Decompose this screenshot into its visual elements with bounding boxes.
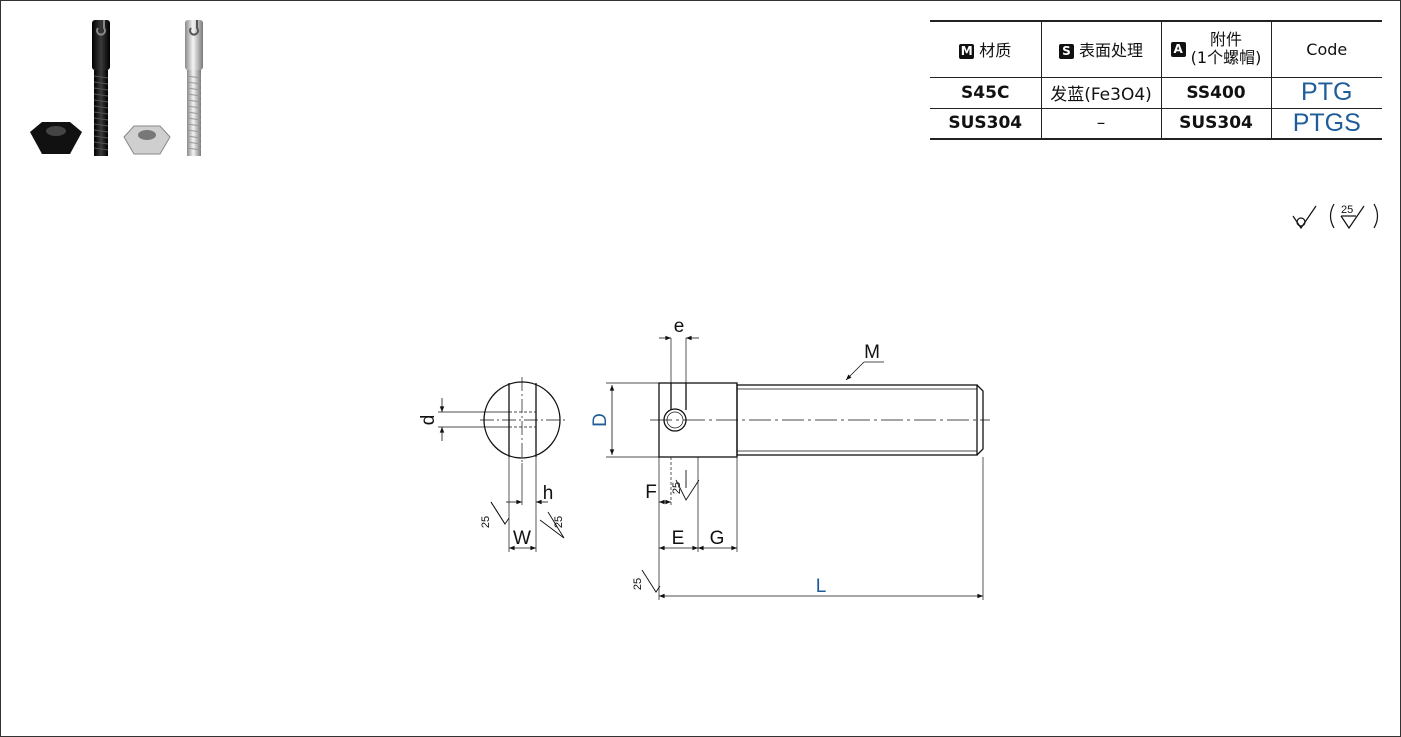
surface-finish-symbol: 25 [1292, 203, 1379, 230]
roughness-l-label: 25 [632, 578, 644, 590]
dim-F-label: F [645, 482, 657, 503]
dim-E-label: E [672, 528, 685, 549]
silver-screw [185, 20, 203, 156]
roughness-f-label: 25 [671, 482, 683, 494]
material-cell: SUS304 [948, 113, 1023, 134]
dim-h-label: h [543, 483, 554, 504]
roughness-w-label: 25 [480, 516, 492, 528]
product-photo [30, 20, 203, 156]
header-accessory-label: 附件 [1209, 30, 1242, 50]
header-surface-label: 表面处理 [1078, 41, 1143, 61]
header-accessory: A 附件(1个螺帽) [1160, 21, 1271, 77]
black-nut [30, 122, 82, 154]
surface-cell: 发蓝(Fe3O4) [1040, 77, 1161, 108]
dim-L-label: L [816, 576, 827, 597]
dim-w-label: W [513, 528, 531, 549]
surface-cell: – [1040, 108, 1161, 139]
header-accessory-sublabel: (1个螺帽) [1190, 48, 1262, 68]
surface-finish-value: 25 [1341, 204, 1353, 216]
header-code-label: Code [1306, 39, 1348, 59]
silver-nut [123, 125, 171, 155]
dim-G-label: G [710, 528, 725, 549]
accessory-cell: SS400 [1160, 77, 1271, 108]
side-view [606, 335, 990, 600]
material-cell: S45C [961, 82, 1010, 103]
header-material-label: 材质 [979, 41, 1012, 61]
dim-D-label: D [590, 413, 611, 427]
table-row: S45C 发蓝(Fe3O4) SS400 PTG [930, 77, 1382, 108]
dim-d-label: d [418, 415, 439, 426]
surface-badge: S [1058, 44, 1074, 60]
accessory-cell: SUS304 [1160, 108, 1271, 139]
material-badge: M [959, 44, 975, 60]
dim-M-label: M [864, 342, 880, 363]
code-cell: PTG [1270, 77, 1382, 108]
black-screw [92, 20, 110, 156]
dim-e-label: e [674, 316, 685, 337]
table-row: SUS304 – SUS304 PTGS [930, 108, 1382, 139]
code-cell: PTGS [1270, 108, 1382, 139]
header-code: Code [1270, 21, 1382, 77]
accessory-badge: A [1170, 41, 1186, 57]
roughness-h-label: 25 [553, 516, 565, 528]
end-view [438, 377, 566, 552]
